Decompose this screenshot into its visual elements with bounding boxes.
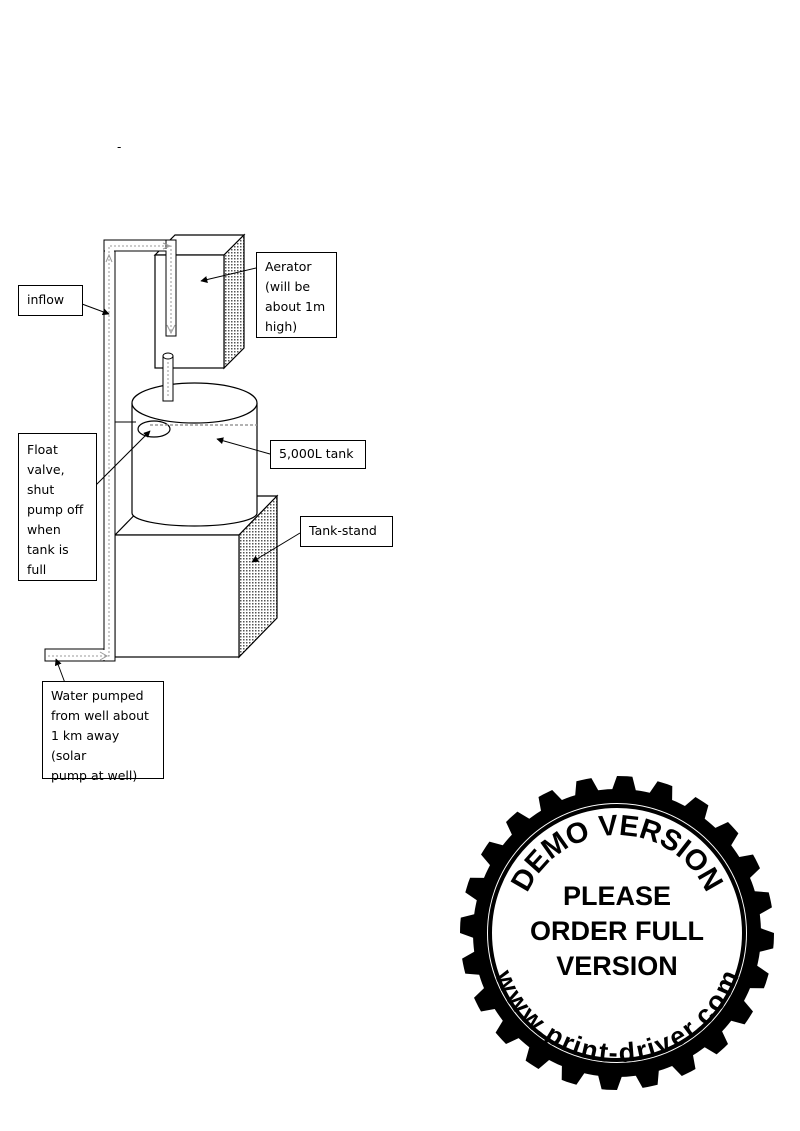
label-inflow: inflow [18, 285, 83, 316]
label-tank: 5,000L tank [270, 440, 366, 469]
stamp-center-line-2: ORDER FULL [530, 916, 704, 946]
stamp-center-line-1: PLEASE [563, 881, 671, 911]
inflow-pipe [44, 239, 177, 662]
label-water-pumped: Water pumped from well about 1 km away (… [42, 681, 164, 783]
stamp-center-line-3: VERSION [556, 951, 678, 981]
label-aerator: Aerator (will be about 1m high) [256, 252, 337, 338]
leader-arrows [54, 267, 301, 684]
aerator-outlet-pipe [162, 352, 174, 402]
label-float-valve: Float valve, shut pump off when tank is … [18, 433, 97, 581]
demo-version-stamp: DEMO VERSION www.print-driver.com PLEASE… [460, 776, 774, 1090]
water-tank-cylinder [131, 382, 258, 527]
stray-dash-mark: - [117, 140, 122, 154]
aerator-box [153, 233, 246, 370]
label-tank-stand: Tank-stand [300, 516, 393, 547]
